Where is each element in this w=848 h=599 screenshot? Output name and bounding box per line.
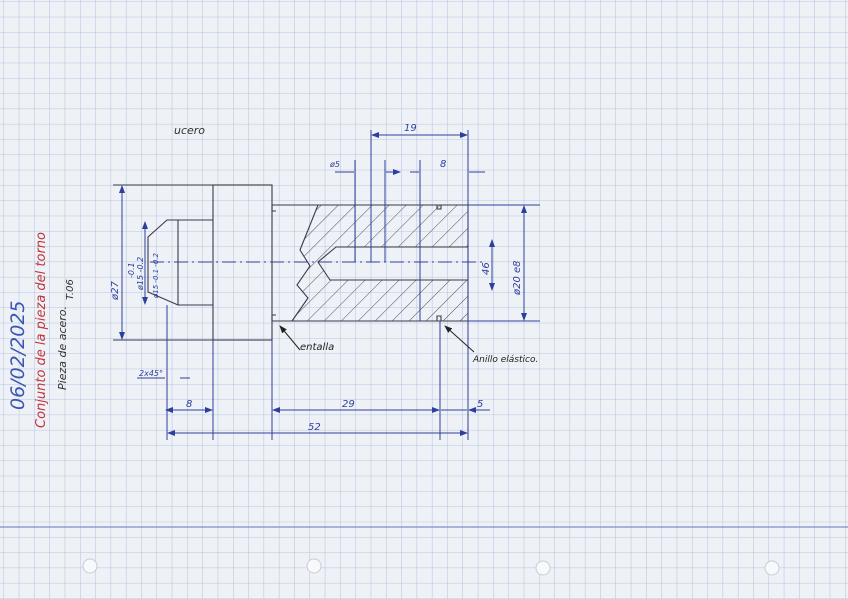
dim-52: 52 bbox=[308, 422, 321, 433]
dim-8-bottom: 8 bbox=[186, 399, 192, 410]
dim-5: 5 bbox=[477, 399, 483, 410]
code-text: T.06 bbox=[65, 279, 76, 300]
dim-19: 19 bbox=[404, 123, 417, 134]
dim-bore-diameter-full: ø15 -0.1 -0.2 bbox=[152, 252, 160, 299]
title-text: Conjunto de la pieza del torno bbox=[34, 232, 49, 428]
dim-outer-diameter: ø27 bbox=[110, 281, 121, 301]
dim-chamfer: 2x45° bbox=[139, 369, 163, 378]
binder-holes bbox=[82, 558, 780, 576]
dim-bore-diameter: ø15 -0.2 bbox=[136, 257, 145, 291]
dim-hole-d5: ø5 bbox=[329, 160, 340, 169]
dim-29: 29 bbox=[342, 399, 355, 410]
date-text: 06/02/2025 bbox=[7, 300, 29, 410]
ring-leader bbox=[444, 325, 475, 353]
dim-bore-tol: -0.1 bbox=[127, 262, 136, 278]
dim-shaft-d20: ø20 e8 bbox=[512, 260, 523, 296]
subtitle-text: Pieza de acero. bbox=[56, 306, 69, 390]
dim-46: 46 bbox=[481, 262, 492, 275]
groove-leader bbox=[279, 325, 301, 351]
dim-8-top: 8 bbox=[440, 159, 446, 170]
material-note: ucero bbox=[174, 124, 205, 137]
groove-callout: entalla bbox=[300, 342, 334, 353]
dimension-lines bbox=[119, 132, 540, 440]
ring-callout: Anillo elástico. bbox=[472, 355, 538, 365]
right-section bbox=[271, 130, 469, 440]
left-body bbox=[113, 184, 273, 341]
